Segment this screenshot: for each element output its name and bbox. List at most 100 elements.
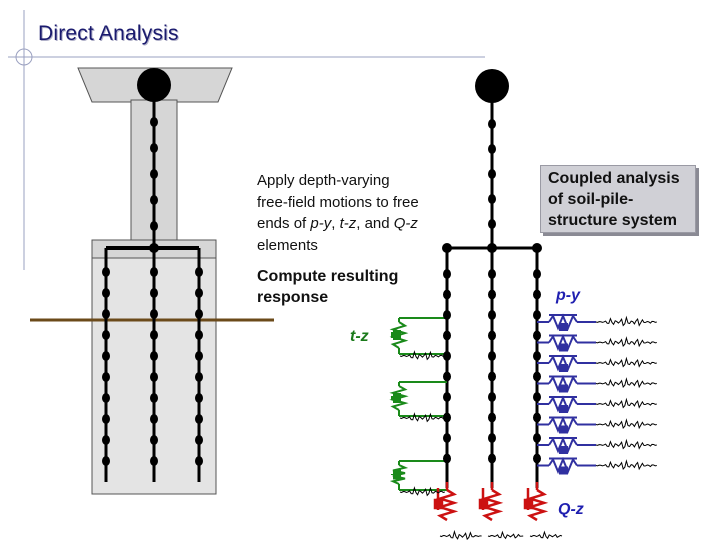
p-y-label: p-y <box>556 287 580 304</box>
pile-node <box>488 289 496 300</box>
cap-node <box>442 243 452 253</box>
left-structure <box>30 67 274 495</box>
apply-line-2: free-field motions to free <box>257 193 419 211</box>
pile-node <box>488 392 496 402</box>
pile-node <box>488 453 496 464</box>
pile-node <box>488 412 496 423</box>
pile-node <box>195 414 203 424</box>
ground-motion-icon <box>529 530 563 540</box>
pile-node <box>443 412 451 423</box>
ground-motion-icon <box>399 412 445 423</box>
pile-node <box>150 372 158 382</box>
pile-node <box>488 269 496 279</box>
pile-node <box>102 414 110 424</box>
pile-node <box>443 453 451 464</box>
pile-node <box>443 371 451 382</box>
pile-node <box>150 288 158 298</box>
coupled-analysis-text: Coupled analysis of soil-pile- structure… <box>548 170 680 229</box>
cap-node <box>487 243 497 253</box>
slide-frame <box>8 10 485 270</box>
mass-node-icon <box>475 69 509 103</box>
pile-node <box>488 351 496 361</box>
pile-node <box>533 392 541 402</box>
column-node <box>150 221 158 231</box>
pile-node <box>443 433 451 443</box>
column-node <box>488 144 496 154</box>
pile-node <box>533 330 541 341</box>
spring-icon <box>478 482 504 522</box>
cap-node <box>532 243 542 253</box>
spring-icon <box>389 317 447 355</box>
spring-icon <box>389 381 447 417</box>
pile-node <box>443 289 451 300</box>
spring-icon <box>433 482 459 522</box>
pile-node <box>150 456 158 466</box>
spring-icon <box>537 456 596 475</box>
ground-motion-icon <box>595 438 657 450</box>
coupled-analysis-box <box>540 165 696 233</box>
ground-motion-icon <box>595 459 657 471</box>
pile-node <box>150 309 158 319</box>
ground-motion-icon <box>399 486 445 497</box>
pile-node <box>533 371 541 382</box>
pile-node <box>443 269 451 279</box>
column-node <box>488 169 496 179</box>
pile-node <box>195 435 203 445</box>
ground-motion-icon <box>399 350 445 361</box>
pile-node <box>195 393 203 403</box>
pile-node <box>150 393 158 403</box>
spring-icon <box>537 333 596 352</box>
mass-node-icon <box>137 68 171 102</box>
pile-node <box>443 351 451 361</box>
column-node <box>150 169 158 179</box>
cap-node <box>149 243 159 253</box>
pile-node <box>102 435 110 445</box>
apply-motions-text: Apply depth-varying free-field motions t… <box>257 170 419 256</box>
pile-node <box>102 372 110 382</box>
t-z-label: t-z <box>350 328 369 345</box>
pile-node <box>443 310 451 320</box>
pile-node <box>102 309 110 319</box>
pile-node <box>488 330 496 341</box>
column-node <box>150 195 158 205</box>
pile-node <box>150 435 158 445</box>
pile-node <box>533 269 541 279</box>
pile-node <box>150 267 158 277</box>
ground-motion-icon <box>595 356 657 368</box>
spring-icon <box>537 313 596 331</box>
spring-icon <box>389 460 447 491</box>
spring-icon <box>537 395 596 413</box>
column-node <box>150 117 158 127</box>
pile-node <box>533 289 541 300</box>
ground-motion-icon <box>595 315 657 327</box>
pile-node <box>488 310 496 320</box>
column-node <box>150 143 158 153</box>
pile-node <box>102 330 110 340</box>
column-node <box>488 119 496 129</box>
pile-node <box>488 433 496 443</box>
pile-node <box>195 351 203 361</box>
right-structure <box>389 69 657 540</box>
pile-node <box>533 310 541 320</box>
pile-node <box>102 351 110 361</box>
q-z-label: Q-z <box>558 501 584 518</box>
spring-icon <box>537 415 596 434</box>
frame-corner-circle-icon <box>15 48 33 66</box>
pile-node <box>533 351 541 361</box>
pile-node <box>102 456 110 466</box>
apply-line-4: elements <box>257 236 318 254</box>
column-node <box>488 219 496 229</box>
ground-motion-icon <box>595 336 657 348</box>
pile-node <box>150 351 158 361</box>
pile-node <box>533 433 541 443</box>
apply-line-1: Apply depth-varying <box>257 172 390 189</box>
ground-motion-icon <box>439 529 482 540</box>
spring-icon <box>523 482 549 522</box>
spring-icon <box>537 436 596 454</box>
pile-node <box>443 392 451 402</box>
spring-icon <box>537 354 596 372</box>
ground-motion-icon <box>595 397 657 409</box>
pile-node <box>195 330 203 340</box>
compute-response-text: Compute resulting response <box>257 268 399 306</box>
